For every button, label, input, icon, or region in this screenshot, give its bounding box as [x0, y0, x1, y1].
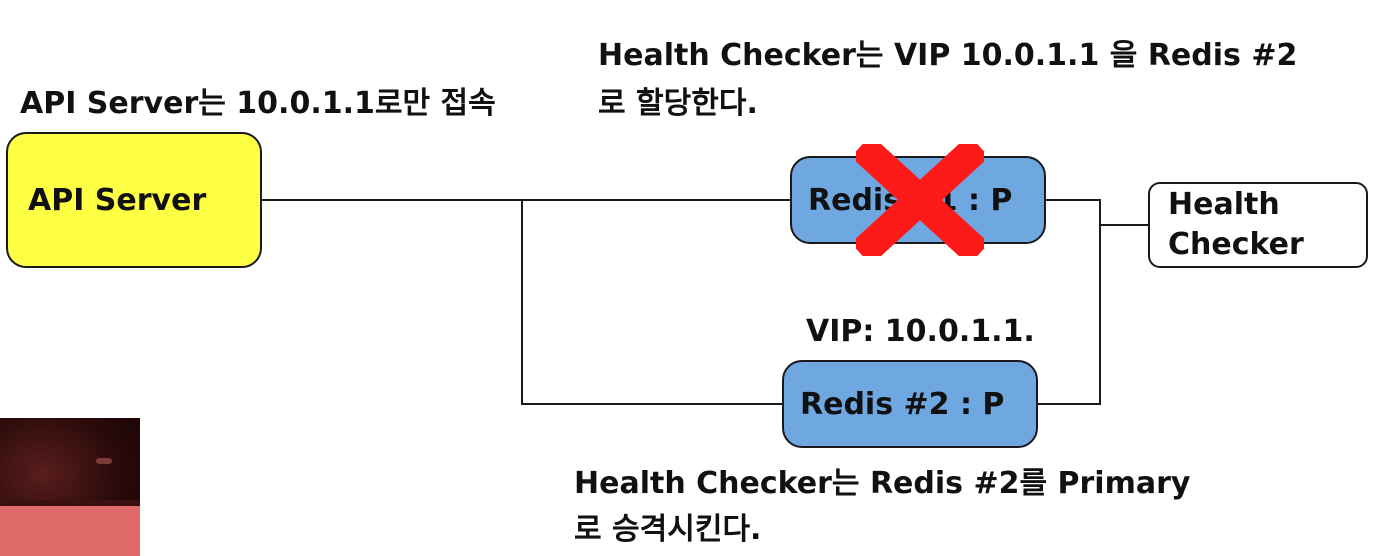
thumbnail-glint [96, 458, 112, 464]
health-vip-caption-line1: Health Checker는 VIP 10.0.1.1 을 Redis #2 [598, 38, 1298, 73]
health-vip-caption-line2: 로 할당한다. [598, 86, 758, 121]
health-checker-label-line2: Checker [1168, 227, 1304, 262]
thumbnail-screen [0, 506, 140, 556]
thumbnail-toolbar [0, 500, 140, 510]
api-server-node: API Server [6, 132, 262, 268]
red-x-icon [856, 144, 984, 256]
api-server-label: API Server [28, 182, 207, 218]
redis2-label: Redis #2 : P [800, 386, 1005, 422]
vip-label: VIP: 10.0.1.1. [806, 314, 1035, 349]
redis2-to-health-line [1038, 225, 1101, 405]
health-checker-label-line1: Health [1168, 187, 1280, 222]
redis2-node: Redis #2 : P [782, 360, 1038, 448]
api-to-redis2-line [521, 200, 782, 405]
promote-caption-line1: Health Checker는 Redis #2를 Primary [574, 466, 1191, 501]
redis1-to-health-line [1046, 199, 1148, 226]
promote-caption-line2: 로 승격시킨다. [574, 512, 762, 547]
health-checker-node: Health Checker [1148, 182, 1368, 268]
presenter-video-thumbnail [0, 418, 140, 556]
api-caption: API Server는 10.0.1.1로만 접속 [20, 86, 496, 121]
